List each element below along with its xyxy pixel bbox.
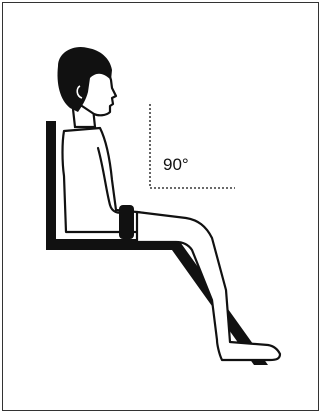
seated-person bbox=[58, 47, 281, 360]
angle-label: 90° bbox=[163, 155, 189, 174]
person-leg bbox=[137, 212, 280, 360]
chair-backrest bbox=[46, 121, 56, 249]
person-hand bbox=[119, 205, 134, 239]
right-angle-indicator: 90° bbox=[150, 104, 235, 188]
